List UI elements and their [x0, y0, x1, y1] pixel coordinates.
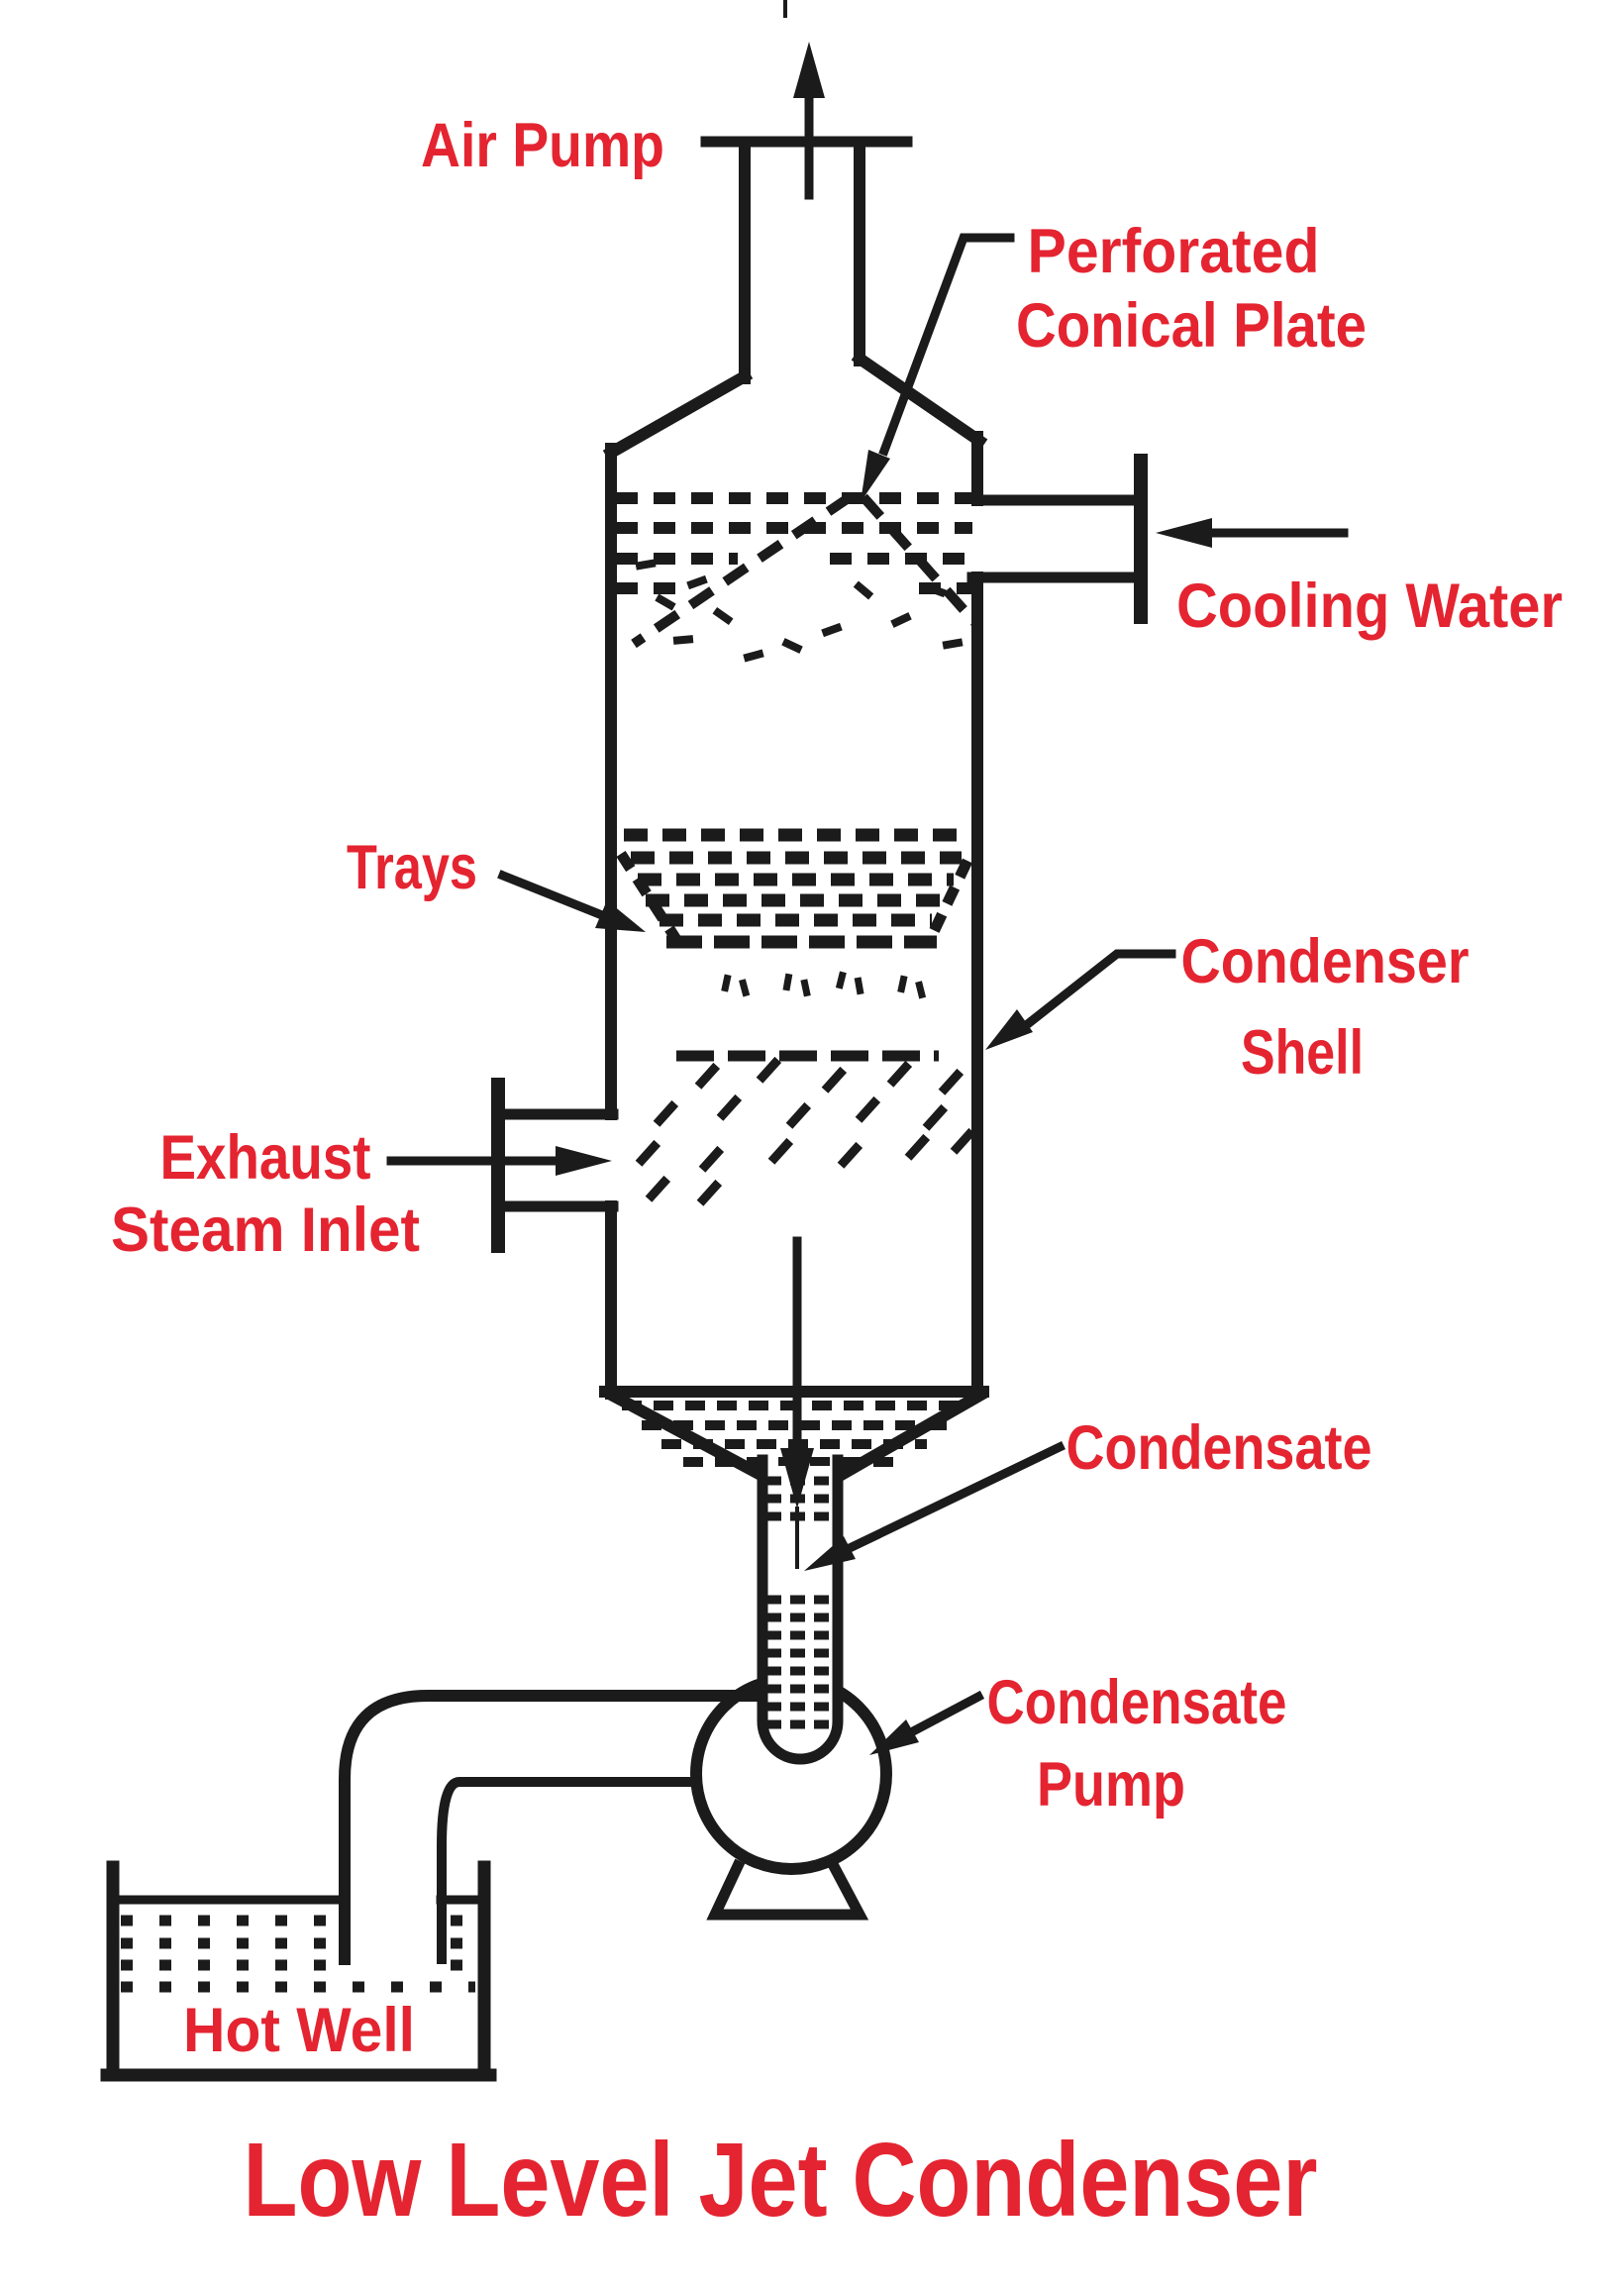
- trays-pattern: [616, 828, 972, 999]
- condensate-pump-label-line2: Pump: [1037, 1750, 1185, 1820]
- condensate-leader-head: [804, 1536, 856, 1571]
- leader-arrows: [497, 233, 1176, 1755]
- trays-leader: [497, 870, 618, 925]
- spray-dashes-top: [635, 559, 964, 663]
- hot-well-water-dots: [121, 1915, 475, 1993]
- cooling-water-nozzle: [966, 454, 1148, 624]
- condensate-leader: [845, 1440, 1066, 1554]
- air-outlet-arrow-head: [793, 42, 825, 98]
- pump-base: [706, 1858, 869, 1921]
- down-flow-arrow-head: [780, 1448, 814, 1509]
- perforated-plate-label-line2: Conical Plate: [1016, 291, 1367, 361]
- discharge-pipe-outer: [339, 1690, 768, 1965]
- exhaust-steam-pipe: [492, 1108, 619, 1212]
- discharge-pipe-inner: [437, 1777, 695, 1964]
- condensate-pump-leader-head: [869, 1719, 919, 1755]
- cooling-water-pipe: [966, 494, 1147, 583]
- condensate-pump-label-line1: Condensate: [987, 1668, 1287, 1737]
- steam-spray-pattern: [635, 1050, 976, 1206]
- air-pump-pipe-walls: [739, 139, 865, 384]
- condenser-shell-leader: [1013, 949, 1176, 1037]
- perforated-plate-label-line1: Perforated: [1028, 217, 1320, 286]
- condenser-shell-label-line1: Condenser: [1181, 927, 1470, 996]
- hot-well-label: Hot Well: [183, 1996, 415, 2065]
- perforated-conical-plate-pattern: [616, 492, 980, 663]
- exhaust-steam-label-line2: Steam Inlet: [111, 1196, 420, 1265]
- perforated-plate-leader: [878, 233, 1015, 457]
- trays-leader-head: [595, 900, 646, 932]
- cooling-water-label: Cooling Water: [1176, 572, 1563, 641]
- condenser-shell-label-line2: Shell: [1241, 1018, 1364, 1088]
- exhaust-steam-label-line1: Exhaust: [160, 1123, 371, 1193]
- condensate-pump-group: [339, 1454, 892, 1965]
- dome-shoulders: [602, 350, 988, 462]
- air-pump-label: Air Pump: [421, 111, 664, 180]
- tail-pipe-walls: [757, 1454, 844, 1765]
- diagram-title: Low Level Jet Condenser: [244, 2122, 1318, 2238]
- tray-drip-dashes: [721, 971, 927, 999]
- tail-pipe-condensate-dashes: [766, 1476, 834, 1729]
- condensate-label: Condensate: [1066, 1413, 1372, 1483]
- condenser-shell-leader-head: [985, 1009, 1033, 1050]
- hot-well-group: [100, 1860, 497, 2082]
- perforated-plate-leader-head: [861, 450, 890, 502]
- flow-arrows: [386, 42, 1349, 1569]
- tail-pipe-fill: [762, 1466, 838, 1759]
- labels: Air Pump Perforated Conical Plate Coolin…: [111, 111, 1563, 2238]
- trays-label: Trays: [347, 833, 477, 902]
- exhaust-arrow-head: [556, 1146, 612, 1176]
- cooling-water-arrow-head: [1156, 518, 1212, 548]
